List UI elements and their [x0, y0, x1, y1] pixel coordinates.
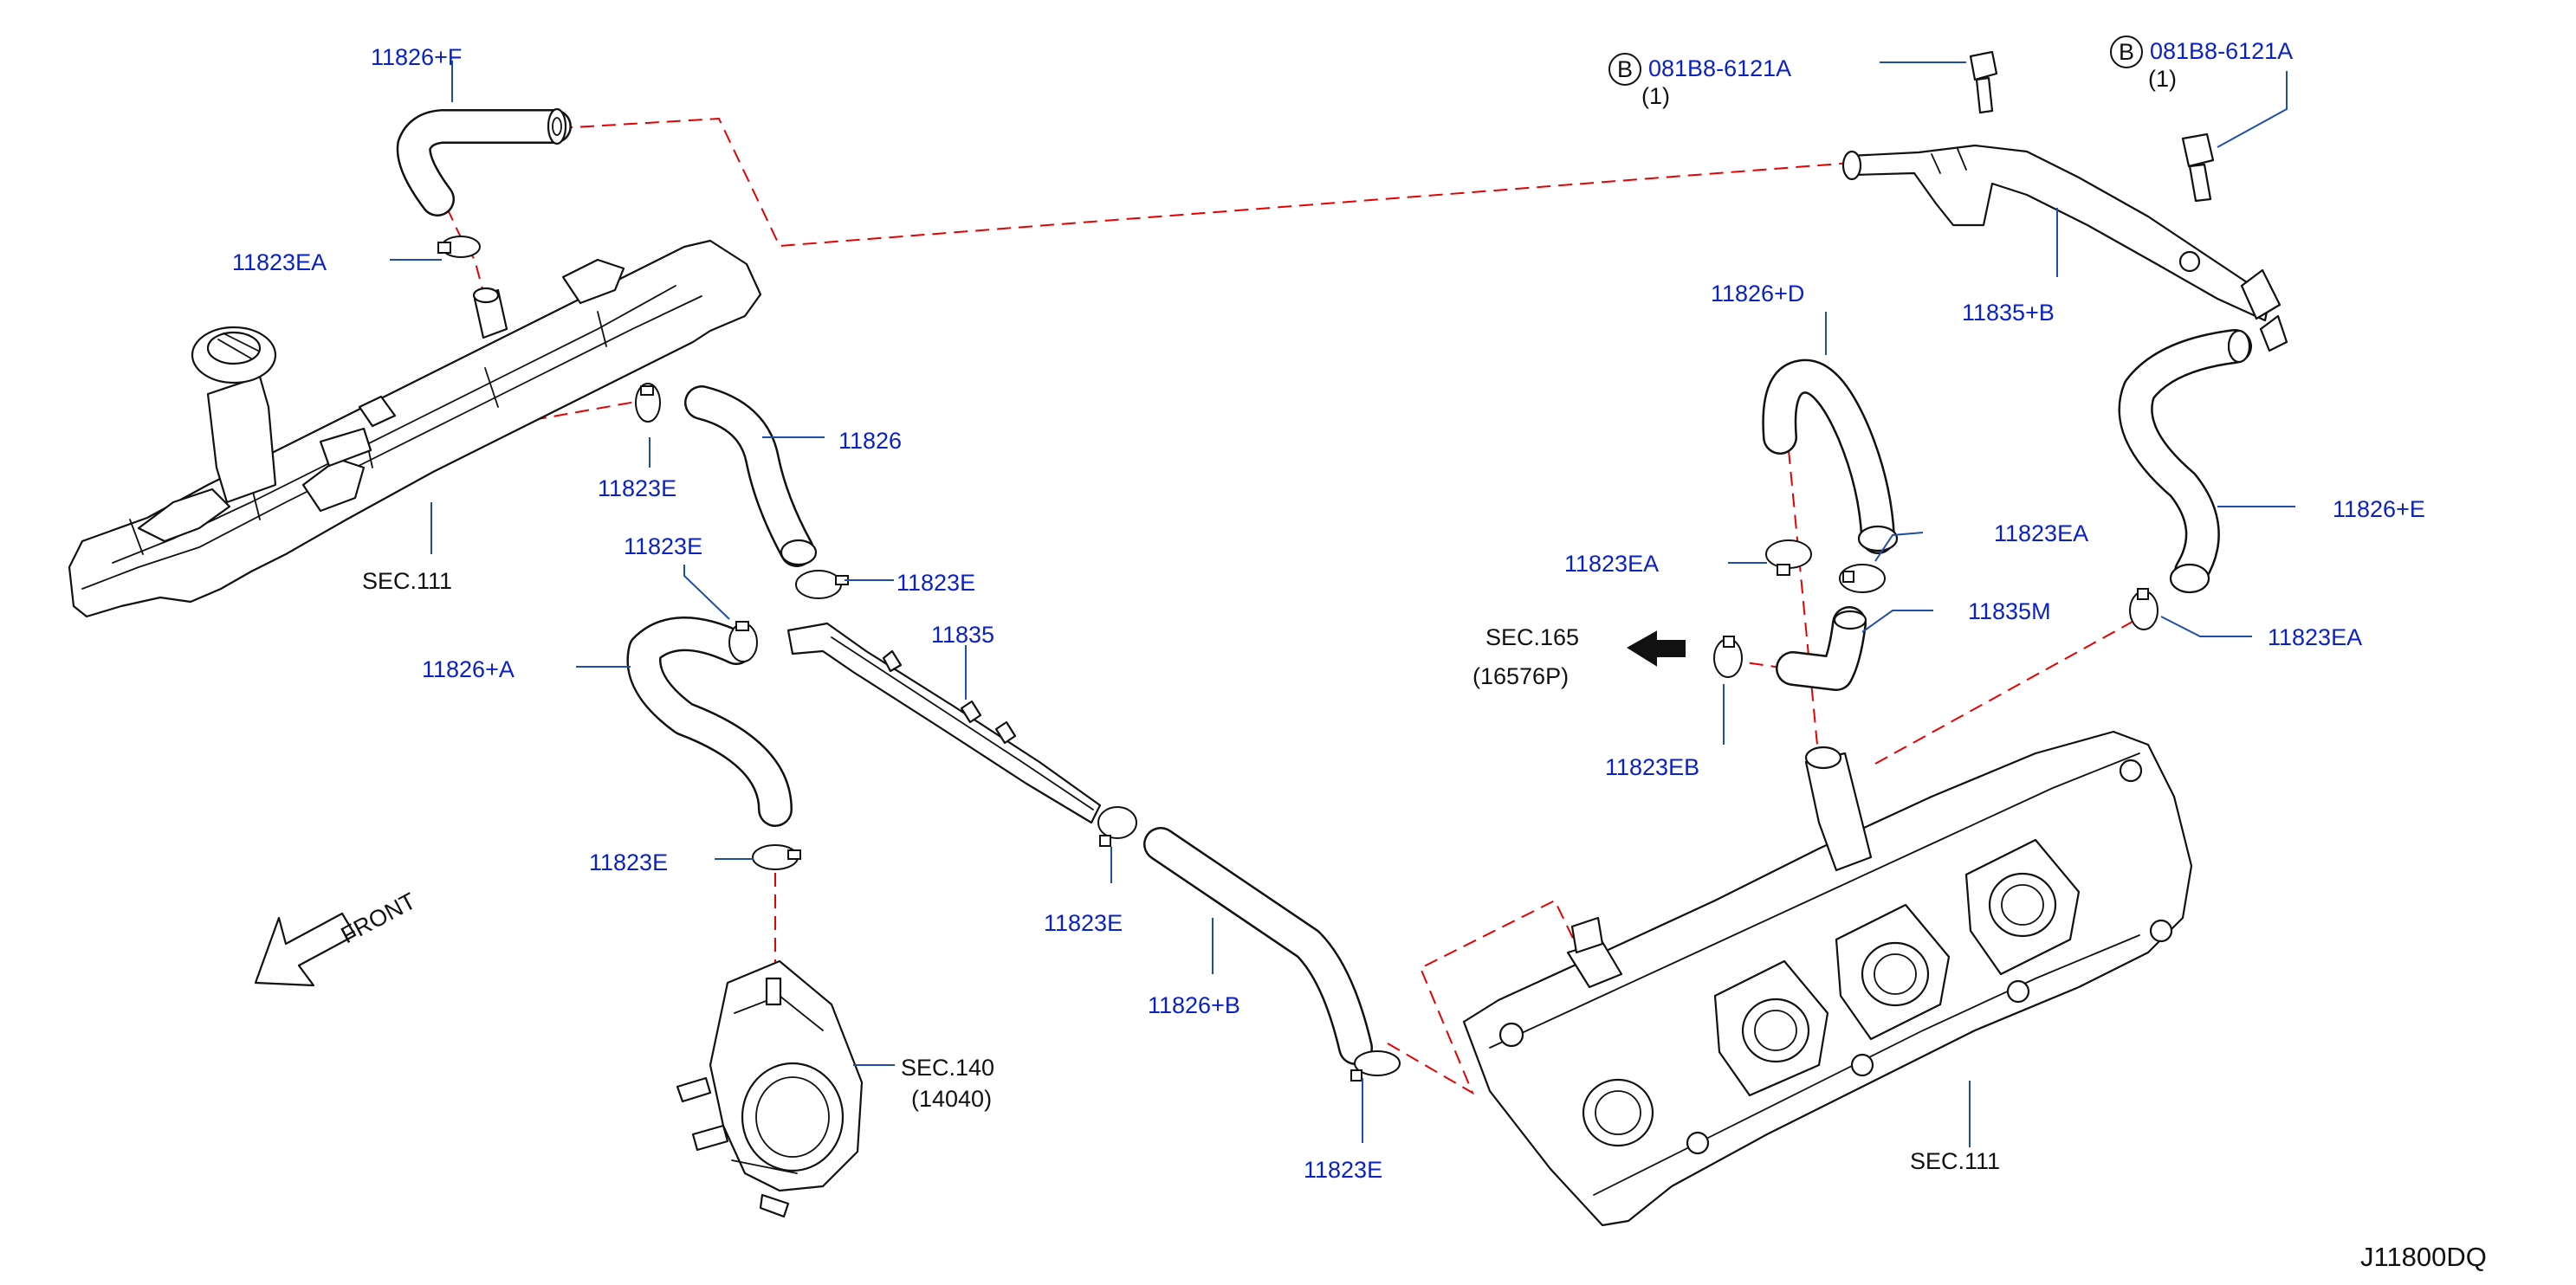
clamp-11823e-2	[795, 570, 849, 599]
diagram-code: J11800DQ	[2360, 1242, 2487, 1272]
clamp-11823e-3	[728, 621, 758, 662]
hose-11826-b	[1143, 827, 1373, 1065]
label-11823e-6: 11823E	[1304, 1157, 1382, 1183]
label-sec165: SEC.165	[1485, 624, 1579, 650]
throttle-body	[676, 959, 864, 1218]
bolt-ref-circle-1	[1608, 53, 1641, 86]
label-11823e-4: 11823E	[589, 849, 668, 875]
label-sec140: SEC.140	[901, 1055, 994, 1081]
label-11826: 11826	[838, 428, 902, 454]
label-11826-f: 11826+F	[371, 44, 462, 70]
hose-11826-d	[1762, 358, 1899, 554]
label-bolt-qty-1: (1)	[1641, 83, 1670, 109]
label-16576p: (16576P)	[1472, 663, 1569, 689]
label-front: FRONT	[337, 888, 420, 948]
tube-11835	[786, 622, 1102, 824]
label-11835-b: 11835+B	[1962, 300, 2055, 326]
arrow-left-icon	[1627, 630, 1686, 667]
label-bolt-qty-2: (1)	[2148, 66, 2177, 92]
label-11835m: 11835M	[1968, 598, 2051, 624]
label-11826-b: 11826+B	[1148, 992, 1240, 1018]
leader-lines	[390, 61, 2295, 1147]
label-11823e-3: 11823E	[624, 533, 702, 559]
label-11823e-1: 11823E	[598, 475, 676, 501]
bolt-1	[1969, 50, 1998, 114]
clamp-11823e-1	[635, 383, 661, 423]
hose-11826-e	[2118, 329, 2252, 594]
hose-11826-f	[396, 107, 572, 216]
front-arrow-icon	[254, 912, 357, 987]
rocker-cover-right	[1462, 730, 2193, 1227]
clamp-11823e-5	[1097, 806, 1137, 847]
rocker-cover-left	[68, 239, 762, 618]
label-bolt-part-2: 081B8-6121A	[2150, 38, 2293, 64]
label-11826-e: 11826+E	[2333, 496, 2425, 522]
label-11823ea-4: 11823EA	[2268, 624, 2362, 650]
label-11823ea-3: 11823EA	[1994, 520, 2088, 546]
label-11826-d: 11826+D	[1711, 281, 1804, 307]
clamp-11823e-4	[752, 844, 801, 870]
hose-11826	[684, 385, 818, 567]
label-sec111-left: SEC.111	[362, 568, 452, 594]
tube-11835m	[1776, 606, 1867, 691]
label-11823eb: 11823EB	[1605, 754, 1699, 780]
bolt-ref-letter-2: B	[2119, 39, 2134, 65]
clamp-11823eb	[1713, 636, 1743, 678]
label-11835: 11835	[931, 622, 994, 648]
clamp-11823ea-3	[1839, 564, 1886, 593]
clamp-11823ea-2	[1765, 539, 1812, 576]
clamp-11823e-6	[1350, 1050, 1401, 1082]
label-14040: (14040)	[911, 1086, 992, 1112]
label-bolt-part-1: 081B8-6121A	[1648, 55, 1791, 81]
clamp-11823ea-4	[2129, 588, 2159, 630]
bolt-ref-letter-1: B	[1617, 56, 1633, 82]
label-11823ea-1: 11823EA	[232, 249, 327, 275]
bolt-2	[2181, 132, 2215, 203]
clamp-11823ea-left	[437, 236, 481, 258]
bolt-ref-circle-2	[2110, 36, 2143, 68]
label-11823ea-2: 11823EA	[1564, 551, 1659, 577]
labels: 11826+F 11823EA 11826 11823E SEC.111 118…	[232, 38, 2487, 1272]
label-11823e-5: 11823E	[1044, 910, 1123, 936]
tube-11835-b	[1841, 144, 2288, 352]
hose-11826-a	[626, 617, 793, 827]
label-11826-a: 11826+A	[422, 656, 515, 682]
label-11823e-2: 11823E	[896, 570, 975, 596]
label-sec111-right: SEC.111	[1910, 1148, 2000, 1174]
